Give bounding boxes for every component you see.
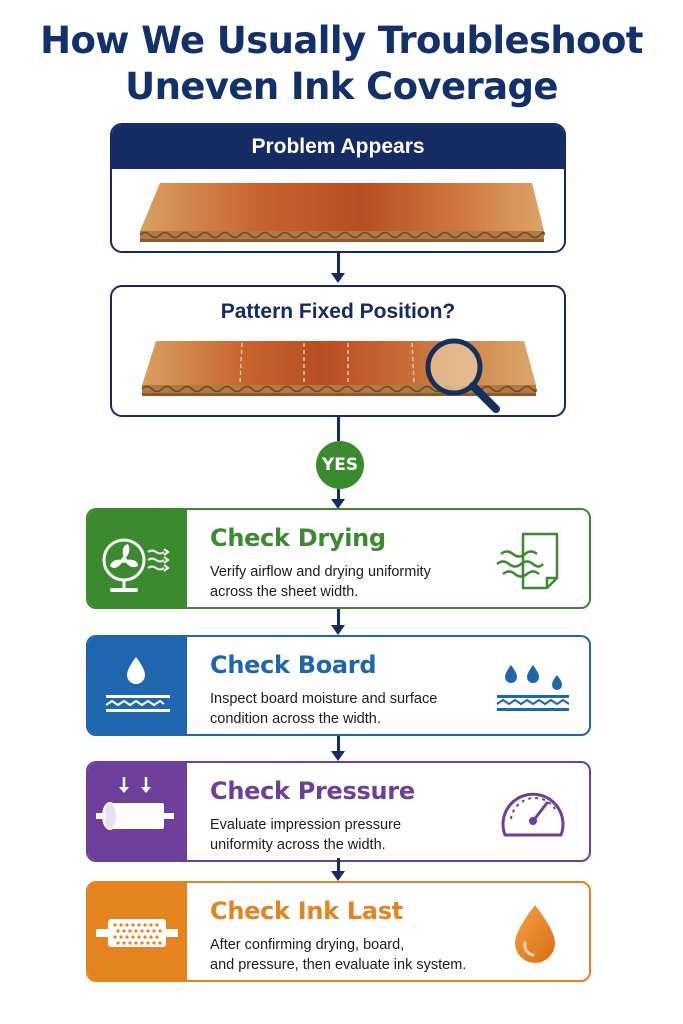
check-board-desc: Inspect board moisture and surface condi… bbox=[210, 689, 480, 729]
check-drying-title: Check Drying bbox=[210, 524, 386, 552]
flow-arrow-5 bbox=[331, 736, 345, 762]
flow-arrow-1 bbox=[331, 253, 345, 283]
corrugated-board-gradient bbox=[139, 183, 545, 242]
title-line-1: How We Usually Troubleshoot bbox=[40, 19, 643, 62]
flow-arrow-2 bbox=[331, 417, 345, 443]
yes-decision-badge: YES bbox=[316, 441, 364, 489]
airflow-sheet-icon bbox=[495, 526, 571, 596]
check-ink-desc-line-2: and pressure, then evaluate ink system. bbox=[210, 957, 467, 973]
check-drying-desc-line-1: Verify airflow and drying uniformity bbox=[210, 564, 431, 580]
page-title: How We Usually Troubleshoot Uneven Ink C… bbox=[0, 18, 683, 110]
flow-arrow-3 bbox=[331, 489, 345, 509]
roller-pressure-icon bbox=[88, 763, 187, 860]
problem-appears-label: Problem Appears bbox=[112, 125, 564, 169]
check-pressure-desc-line-2: uniformity across the width. bbox=[210, 837, 386, 853]
check-drying-step: Check Drying Verify airflow and drying u… bbox=[86, 508, 591, 609]
title-line-2: Uneven Ink Coverage bbox=[125, 65, 558, 108]
check-ink-step: Check Ink Last After confirming drying, … bbox=[86, 881, 591, 982]
check-board-desc-line-1: Inspect board moisture and surface bbox=[210, 691, 438, 707]
check-board-desc-line-2: condition across the width. bbox=[210, 711, 381, 727]
check-pressure-step: Check Pressure Evaluate impression press… bbox=[86, 761, 591, 862]
pressure-gauge-icon bbox=[495, 779, 571, 849]
check-board-step: Check Board Inspect board moisture and s… bbox=[86, 635, 591, 736]
check-ink-desc: After confirming drying, board, and pres… bbox=[210, 935, 480, 975]
problem-appears-panel: Problem Appears bbox=[110, 123, 566, 253]
flow-arrow-6 bbox=[331, 858, 345, 882]
check-ink-desc-line-1: After confirming drying, board, bbox=[210, 937, 405, 953]
check-pressure-desc-line-1: Evaluate impression pressure bbox=[210, 817, 402, 833]
check-pressure-desc: Evaluate impression pressure uniformity … bbox=[210, 815, 480, 855]
check-drying-desc-line-2: across the sheet width. bbox=[210, 584, 359, 600]
check-board-title: Check Board bbox=[210, 651, 377, 679]
moisture-board-icon bbox=[495, 653, 571, 723]
check-pressure-title: Check Pressure bbox=[210, 777, 415, 805]
pattern-fixed-panel: Pattern Fixed Position? bbox=[110, 285, 566, 417]
pattern-fixed-label: Pattern Fixed Position? bbox=[220, 300, 456, 323]
flow-arrow-4 bbox=[331, 609, 345, 636]
check-ink-title: Check Ink Last bbox=[210, 897, 403, 925]
anilox-roller-icon bbox=[88, 883, 187, 980]
fan-icon bbox=[88, 510, 187, 607]
water-drop-layers-icon bbox=[88, 637, 187, 734]
check-drying-desc: Verify airflow and drying uniformity acr… bbox=[210, 562, 480, 602]
corrugated-board-magnifier bbox=[141, 338, 537, 413]
ink-drop-icon bbox=[495, 899, 571, 969]
